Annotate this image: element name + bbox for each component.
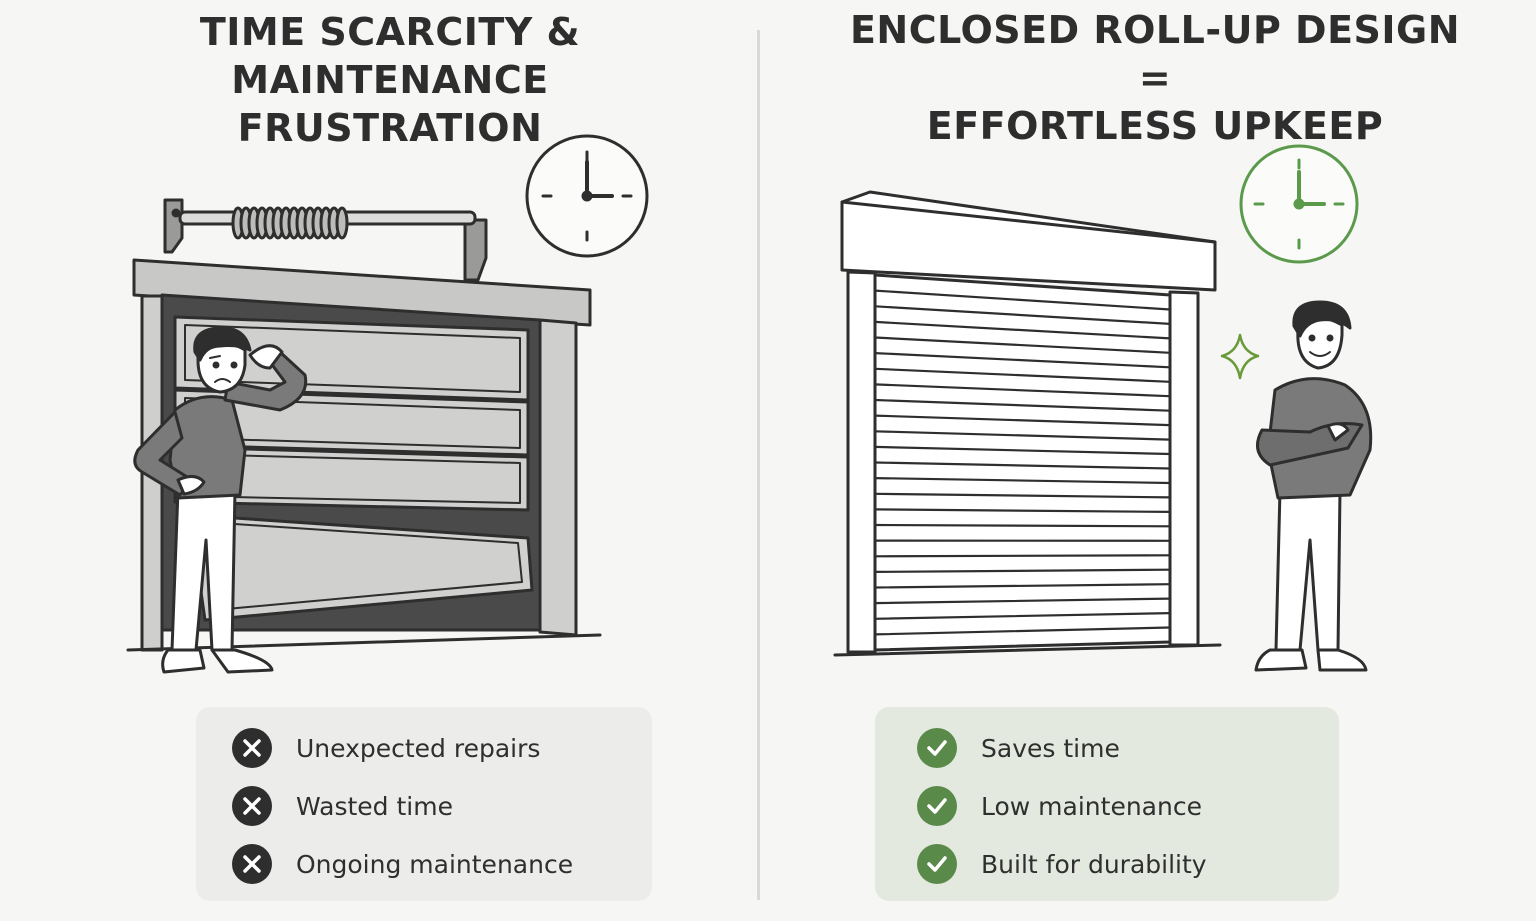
door-slat xyxy=(873,398,1172,412)
door-slat xyxy=(873,612,1172,620)
negatives-panel: Unexpected repairs Wasted time Ongoing m… xyxy=(196,707,652,901)
list-item: Low maintenance xyxy=(917,784,1202,828)
door-slat xyxy=(873,352,1172,369)
door-slat xyxy=(873,430,1172,441)
door-slat xyxy=(873,523,1172,528)
door-slat xyxy=(873,461,1172,470)
check-circle-icon xyxy=(917,728,957,768)
door-slat xyxy=(873,554,1172,558)
door-slat xyxy=(873,508,1172,513)
list-item-text: Ongoing maintenance xyxy=(296,849,574,879)
left-title-line-1: TIME SCARCITY & xyxy=(199,10,581,54)
list-item: Ongoing maintenance xyxy=(232,842,573,886)
door-slat xyxy=(873,445,1172,456)
center-divider xyxy=(757,30,760,900)
benefits-panel: Saves time Low maintenance Built for dur… xyxy=(875,707,1339,901)
door-slat xyxy=(873,289,1172,311)
list-item: Wasted time xyxy=(232,784,453,828)
right-title-line-2: EFFORTLESS UPKEEP xyxy=(926,104,1384,148)
door-slat xyxy=(873,626,1172,636)
list-item: Saves time xyxy=(917,726,1120,770)
green-clock-icon xyxy=(1239,144,1359,264)
door-slat xyxy=(873,414,1172,427)
door-slat xyxy=(873,477,1172,485)
list-item-text: Low maintenance xyxy=(981,791,1202,821)
door-slat xyxy=(873,383,1172,398)
door-slat xyxy=(873,492,1172,499)
left-title: TIME SCARCITY & MAINTENANCE FRUSTRATION xyxy=(100,8,680,152)
x-circle-icon xyxy=(232,844,272,884)
door-slat xyxy=(873,367,1172,383)
list-item-text: Built for durability xyxy=(981,849,1207,879)
door-slat xyxy=(873,305,1172,325)
x-circle-icon xyxy=(232,786,272,826)
check-circle-icon xyxy=(917,844,957,884)
broken-garage-door-illustration xyxy=(126,134,649,674)
list-item-text: Wasted time xyxy=(296,791,453,821)
right-title-line-1: ENCLOSED ROLL-UP DESIGN = xyxy=(849,8,1461,100)
frustrated-man-icon xyxy=(133,326,308,674)
right-title: ENCLOSED ROLL-UP DESIGN = EFFORTLESS UPK… xyxy=(830,6,1480,150)
sparkle-icon xyxy=(1220,333,1260,380)
list-item-text: Unexpected repairs xyxy=(296,733,541,763)
x-circle-icon xyxy=(232,728,272,768)
list-item-text: Saves time xyxy=(981,733,1120,763)
door-slat xyxy=(873,568,1172,573)
door-slat xyxy=(873,597,1172,605)
confident-man-icon xyxy=(1254,300,1373,672)
door-slat xyxy=(873,336,1172,354)
door-slat xyxy=(873,583,1172,589)
check-circle-icon xyxy=(917,786,957,826)
clock-icon xyxy=(525,134,649,258)
left-title-line-2: MAINTENANCE FRUSTRATION xyxy=(231,58,549,150)
list-item: Unexpected repairs xyxy=(232,726,540,770)
list-item: Built for durability xyxy=(917,842,1207,886)
torsion-spring-icon xyxy=(163,198,488,282)
door-slat xyxy=(873,320,1172,340)
roll-up-door-illustration xyxy=(833,144,1373,672)
